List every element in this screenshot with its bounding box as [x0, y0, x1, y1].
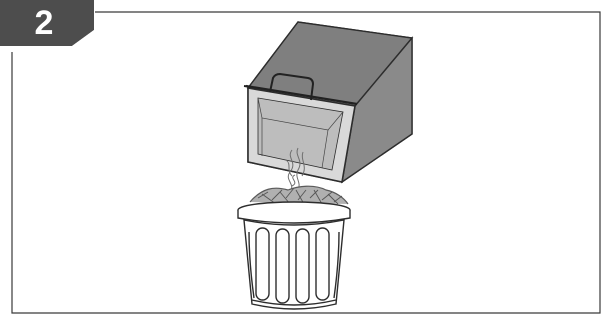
dust-container-icon — [244, 22, 412, 182]
step-number: 2 — [18, 3, 70, 43]
trash-bin-icon — [238, 202, 350, 309]
